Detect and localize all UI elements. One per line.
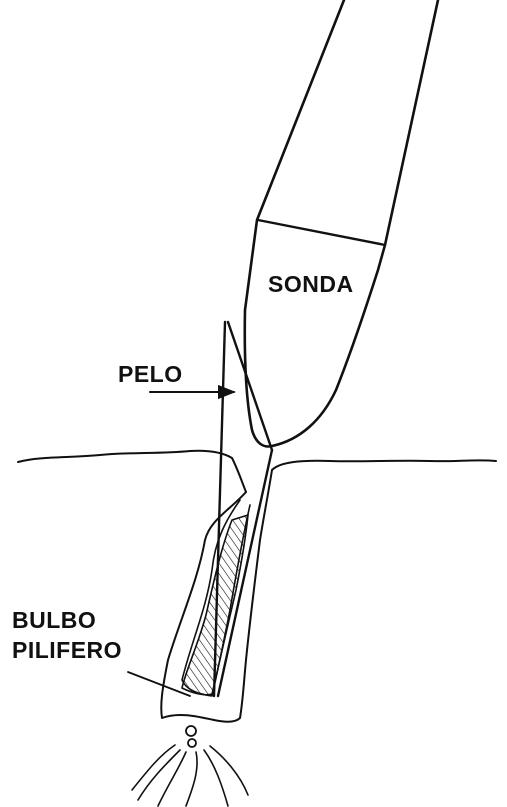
probe-band-line xyxy=(258,220,385,245)
papilla-knot-bottom xyxy=(188,739,196,747)
probe xyxy=(245,0,438,446)
hair-label: PELO xyxy=(118,361,183,387)
hair-shaft-right xyxy=(228,322,272,450)
skin-surface xyxy=(18,451,496,492)
root-fibers xyxy=(132,745,248,806)
dermal-papilla xyxy=(132,726,248,806)
bulb-label-line1: BULBO xyxy=(12,607,96,633)
bulb-label-line2: PILIFERO xyxy=(12,637,122,663)
papilla-knot-top xyxy=(186,726,196,736)
bulb-pointer-line xyxy=(128,672,190,696)
probe-label: SONDA xyxy=(268,271,354,297)
